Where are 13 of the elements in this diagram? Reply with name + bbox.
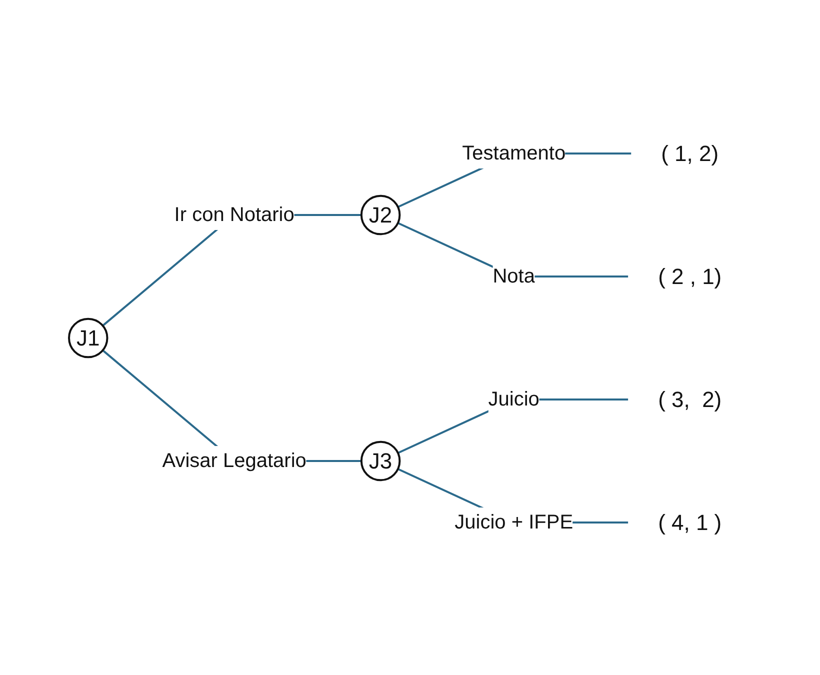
edge-label: Juicio xyxy=(488,388,540,410)
edge-label: Testamento xyxy=(462,142,566,164)
node-text: ( 1, 2) xyxy=(660,140,718,166)
edge-label: Nota xyxy=(492,265,535,287)
edge-label: Juicio + IFPE xyxy=(454,511,573,533)
node-circle: J3 xyxy=(360,440,400,481)
node-text: ( 2 , 1) xyxy=(658,264,722,288)
node-circle: J2 xyxy=(360,194,400,235)
edge-label: Ir con Notario xyxy=(174,204,294,226)
edge-label: Avisar Legatario xyxy=(162,450,306,472)
node-text: ( 3, 2) xyxy=(658,386,722,412)
node-text: ( 4, 1 ) xyxy=(658,510,722,534)
node-circle: J1 xyxy=(68,317,108,358)
